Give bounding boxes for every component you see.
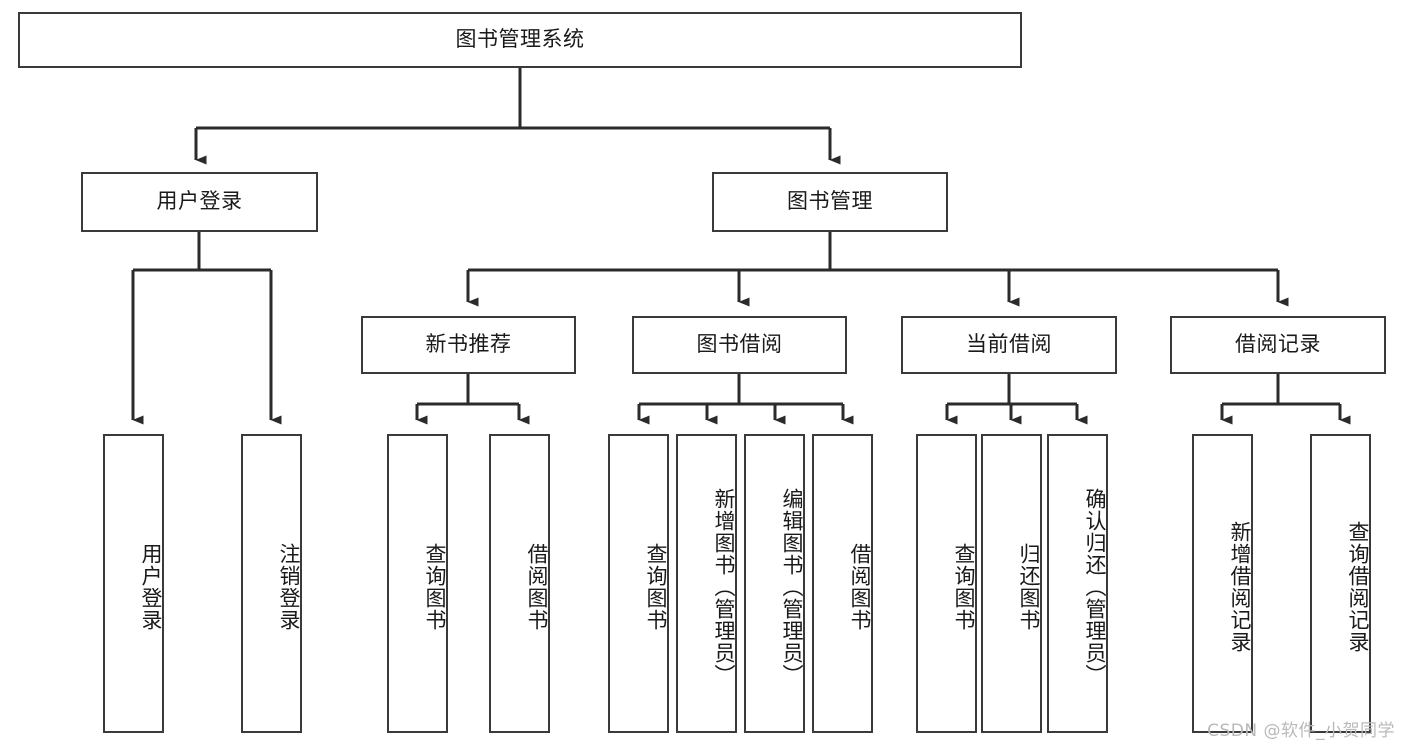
node-book-manage-label: 图书管理 (787, 189, 873, 214)
node-user-login[interactable]: 用户登录 (81, 172, 318, 232)
leaf-borrow-book-2-label: 借阅图书 (848, 542, 872, 631)
node-user-login-label: 用户登录 (156, 189, 243, 214)
node-root[interactable]: 图书管理系统 (18, 12, 1022, 68)
leaf-confirm-return-label: 确认归还（管理员） (1083, 487, 1107, 686)
leaf-query-book-1-label: 查询图书 (423, 542, 447, 631)
node-current-borrow[interactable]: 当前借阅 (901, 316, 1117, 374)
leaf-logout-label: 注销登录 (277, 542, 301, 631)
node-new-book-recommend-label: 新书推荐 (425, 332, 512, 357)
leaf-edit-book[interactable]: 编辑图书（管理员） (744, 434, 805, 733)
leaf-query-book-3[interactable]: 查询图书 (916, 434, 977, 733)
leaf-add-record[interactable]: 新增借阅记录 (1192, 434, 1253, 733)
leaf-borrow-book-2[interactable]: 借阅图书 (812, 434, 873, 733)
node-book-borrow-label: 图书借阅 (696, 332, 783, 357)
leaf-query-book-3-label: 查询图书 (952, 542, 976, 631)
leaf-confirm-return[interactable]: 确认归还（管理员） (1047, 434, 1108, 733)
leaf-query-book-1[interactable]: 查询图书 (387, 434, 448, 733)
leaf-borrow-book-1[interactable]: 借阅图书 (489, 434, 550, 733)
node-current-borrow-label: 当前借阅 (966, 332, 1052, 357)
node-borrow-record[interactable]: 借阅记录 (1170, 316, 1386, 374)
node-book-borrow[interactable]: 图书借阅 (632, 316, 847, 374)
leaf-return-book[interactable]: 归还图书 (981, 434, 1042, 733)
leaf-add-book-label: 新增图书（管理员） (712, 487, 736, 686)
leaf-edit-book-label: 编辑图书（管理员） (780, 487, 804, 686)
leaf-add-book[interactable]: 新增图书（管理员） (676, 434, 737, 733)
node-new-book-recommend[interactable]: 新书推荐 (361, 316, 576, 374)
leaf-add-record-label: 新增借阅记录 (1228, 520, 1252, 653)
leaf-user-login[interactable]: 用户登录 (103, 434, 164, 733)
node-book-manage[interactable]: 图书管理 (712, 172, 948, 232)
leaf-logout[interactable]: 注销登录 (241, 434, 302, 733)
leaf-query-book-2[interactable]: 查询图书 (608, 434, 669, 733)
leaf-user-login-label: 用户登录 (139, 542, 163, 631)
leaf-borrow-book-1-label: 借阅图书 (525, 542, 549, 631)
node-borrow-record-label: 借阅记录 (1235, 332, 1321, 357)
leaf-query-record-label: 查询借阅记录 (1346, 520, 1370, 653)
node-root-label: 图书管理系统 (455, 27, 585, 52)
leaf-query-book-2-label: 查询图书 (644, 542, 668, 631)
leaf-return-book-label: 归还图书 (1017, 542, 1041, 631)
leaf-query-record[interactable]: 查询借阅记录 (1310, 434, 1371, 733)
